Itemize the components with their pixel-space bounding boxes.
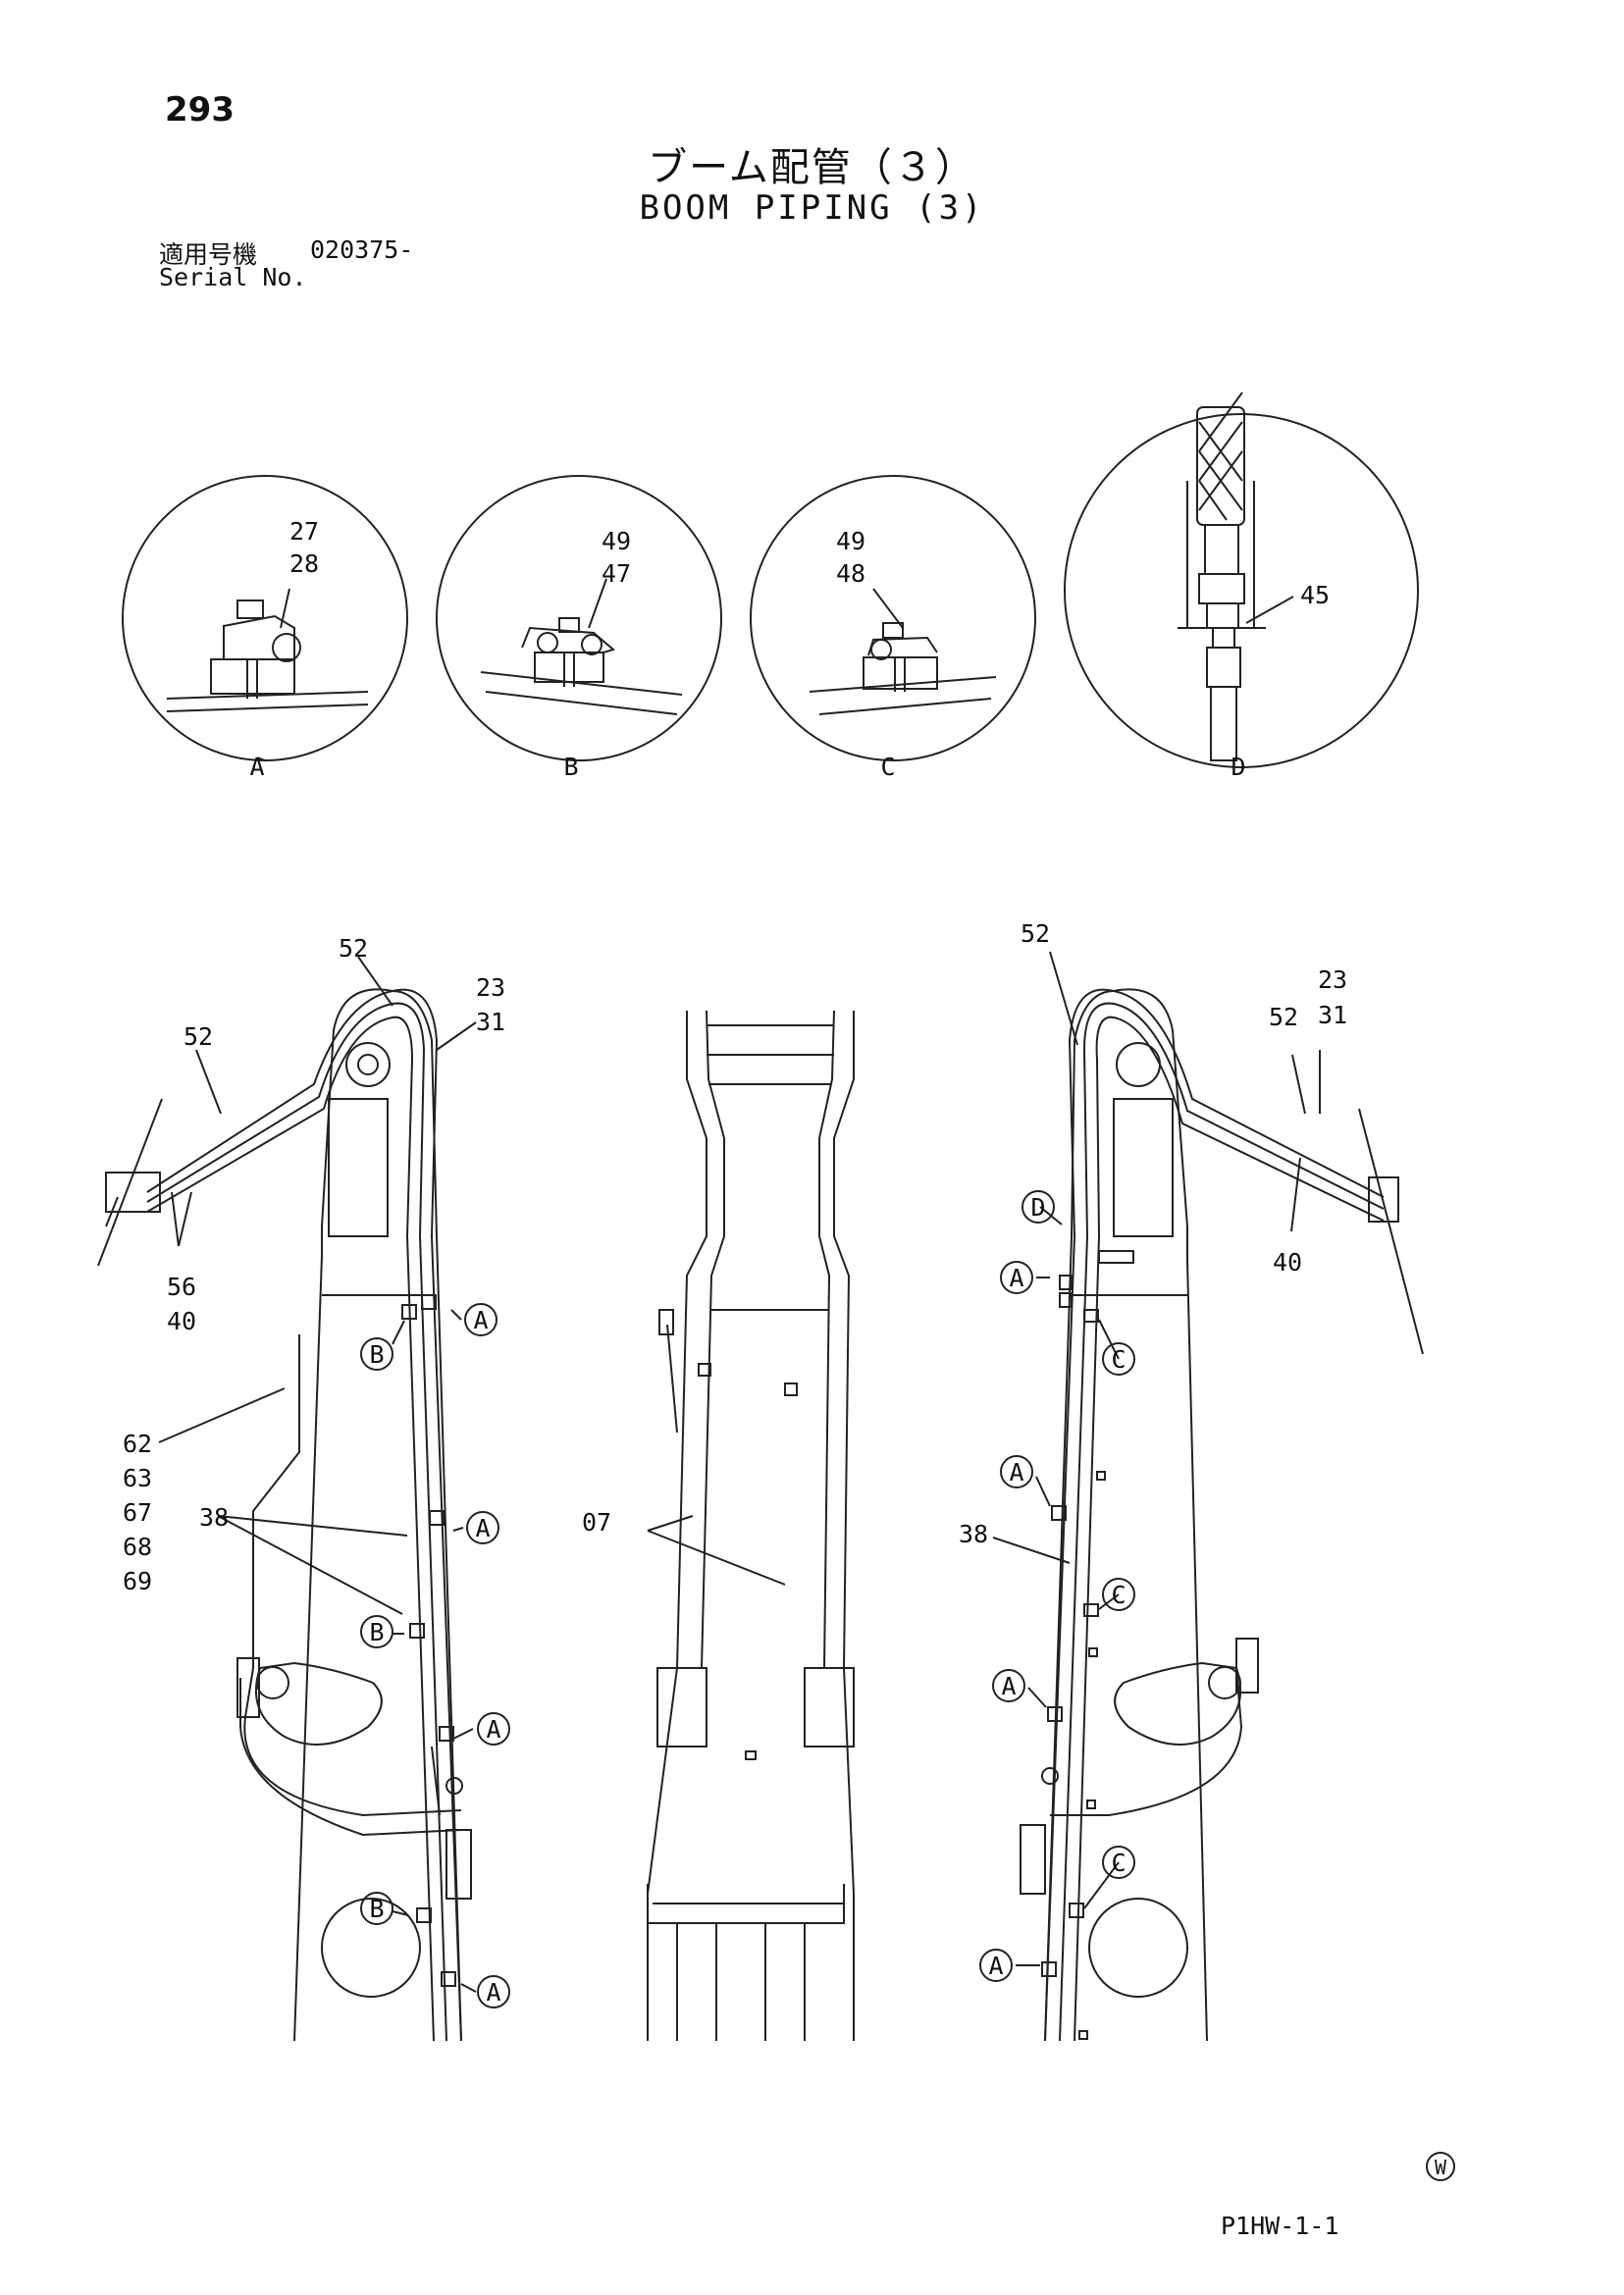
left-callout-62: 62 — [123, 1430, 152, 1458]
detail-view-c-letter: C — [880, 753, 895, 781]
detail-d-part-1: 45 — [1300, 581, 1330, 609]
detail-view-c — [750, 475, 1036, 761]
serial-label-japanese: 適用号機 — [159, 240, 258, 269]
right-marker-a-1: A — [1009, 1264, 1023, 1292]
left-marker-a-1: A — [473, 1306, 488, 1334]
left-callout-67: 67 — [123, 1498, 152, 1527]
left-callout-38: 38 — [199, 1503, 229, 1532]
left-callout-31: 31 — [476, 1008, 505, 1036]
left-marker-a-3: A — [486, 1715, 500, 1744]
detail-view-a — [122, 475, 408, 761]
right-callout-31: 31 — [1318, 1001, 1347, 1029]
left-callout-68: 68 — [123, 1533, 152, 1561]
left-marker-a-2: A — [475, 1514, 490, 1542]
left-marker-a-4: A — [486, 1978, 500, 2007]
right-callout-52-arm: 52 — [1269, 1003, 1298, 1031]
right-marker-d: D — [1030, 1193, 1045, 1222]
right-marker-a-2: A — [1009, 1458, 1023, 1487]
left-marker-b-2: B — [369, 1618, 384, 1646]
right-marker-c-1: C — [1111, 1345, 1126, 1374]
detail-b-part-2: 47 — [602, 559, 631, 588]
footer-mark-circle — [1426, 2152, 1455, 2181]
right-marker-a-3: A — [1001, 1672, 1016, 1700]
left-marker-b-3: B — [369, 1895, 384, 1923]
detail-c-part-1: 49 — [836, 527, 865, 555]
detail-a-part-2: 28 — [289, 549, 319, 578]
detail-b-part-1: 49 — [602, 527, 631, 555]
page-title: BOOM PIPING (3) — [639, 188, 985, 228]
right-marker-c-2: C — [1111, 1581, 1126, 1609]
detail-view-b-letter: B — [563, 753, 578, 781]
right-callout-23: 23 — [1318, 965, 1347, 994]
left-callout-23: 23 — [476, 973, 505, 1002]
left-callout-40: 40 — [167, 1307, 196, 1335]
serial-label: Serial No. — [159, 263, 307, 291]
detail-a-part-1: 27 — [289, 517, 319, 546]
serial-value: 020375- — [310, 235, 414, 264]
center-callout-07: 07 — [582, 1508, 611, 1537]
right-marker-a-4: A — [988, 1952, 1003, 1980]
page-number: 293 — [165, 90, 235, 130]
detail-view-a-letter: A — [249, 753, 264, 781]
detail-view-d-letter: D — [1231, 753, 1245, 781]
boom-right-view — [992, 951, 1424, 2042]
left-marker-b-1: B — [369, 1340, 384, 1369]
right-view-markers — [979, 1190, 1135, 1982]
footer-mark: W — [1435, 2156, 1447, 2179]
left-callout-69: 69 — [123, 1567, 152, 1595]
right-callout-38: 38 — [959, 1520, 988, 1548]
left-view-markers — [360, 1303, 510, 2008]
left-callout-56: 56 — [167, 1273, 196, 1301]
boom-center-view — [647, 1010, 855, 2041]
right-callout-52-top: 52 — [1021, 919, 1050, 948]
page-title-japanese: ブーム配管（３） — [648, 145, 976, 190]
right-marker-c-3: C — [1111, 1849, 1126, 1877]
detail-c-part-2: 48 — [836, 559, 865, 588]
right-callout-40: 40 — [1273, 1248, 1302, 1277]
left-callout-52-top: 52 — [339, 934, 368, 963]
boom-left-view — [97, 956, 477, 2042]
detail-view-d — [1064, 391, 1419, 768]
drawing-code: P1HW-1-1 — [1221, 2212, 1339, 2240]
left-callout-63: 63 — [123, 1464, 152, 1492]
detail-view-b — [436, 475, 722, 761]
left-callout-52-arm: 52 — [183, 1022, 213, 1051]
